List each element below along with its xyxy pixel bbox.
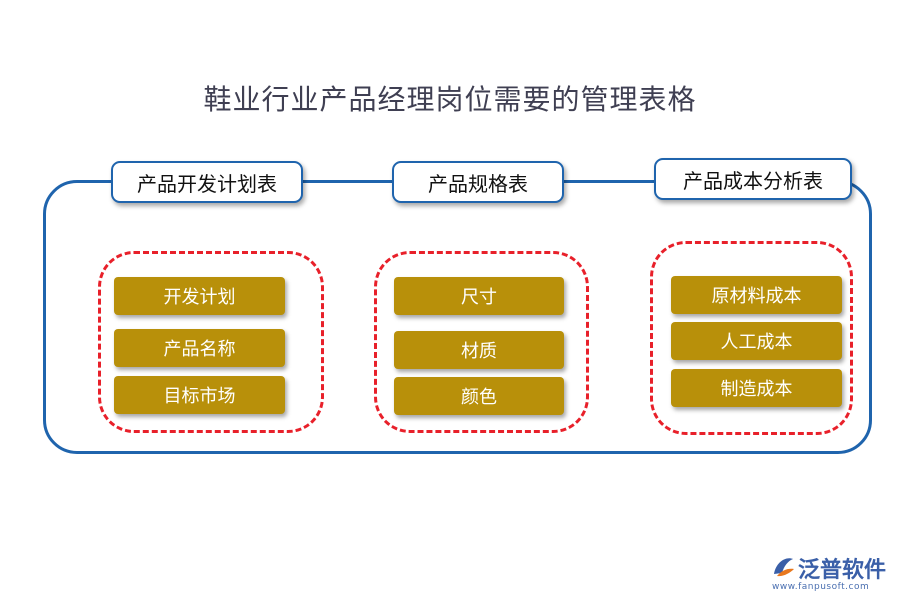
group-product-specification (374, 251, 589, 433)
item-raw-material-cost: 原材料成本 (671, 276, 842, 314)
fanpu-logo: 泛普软件 www.fanpusoft.com (770, 552, 895, 596)
logo-name: 泛普软件 (798, 558, 887, 583)
header-product-specification: 产品规格表 (392, 161, 564, 203)
item-product-name: 产品名称 (114, 329, 285, 367)
item-target-market: 目标市场 (114, 376, 285, 414)
item-color: 颜色 (394, 377, 564, 415)
group-product-cost-analysis (650, 241, 853, 435)
item-labor-cost: 人工成本 (671, 322, 842, 360)
header-product-development-plan: 产品开发计划表 (111, 161, 303, 203)
header-product-cost-analysis: 产品成本分析表 (654, 158, 852, 200)
fanpu-logo-icon (774, 558, 794, 577)
group-product-development-plan (98, 251, 324, 433)
item-manufacturing-cost: 制造成本 (671, 369, 842, 407)
item-size: 尺寸 (394, 277, 564, 315)
item-material: 材质 (394, 331, 564, 369)
logo-url: www.fanpusoft.com (772, 582, 870, 592)
item-development-plan: 开发计划 (114, 277, 285, 315)
diagram-title: 鞋业行业产品经理岗位需要的管理表格 (203, 83, 697, 116)
